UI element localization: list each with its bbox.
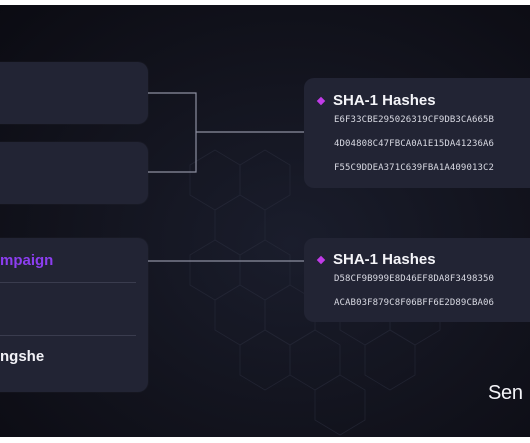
hash-card-header: SHA-1 Hashes bbox=[316, 251, 436, 268]
hash-card-title: SHA-1 Hashes bbox=[333, 251, 436, 268]
connector-card-1 bbox=[148, 92, 197, 132]
hash-card-header: SHA-1 Hashes bbox=[316, 92, 436, 109]
diamond-bullet-icon bbox=[316, 96, 326, 105]
diamond-bullet-icon bbox=[316, 255, 326, 264]
left-card-2 bbox=[0, 142, 148, 204]
hash-card-title: SHA-1 Hashes bbox=[333, 92, 436, 109]
hash-value: F55C9DDEA371C639FBA1A409013C2 bbox=[334, 163, 495, 173]
top-border bbox=[0, 0, 530, 5]
bottom-border bbox=[0, 437, 530, 443]
hash-value: ACAB03F879C8F06BFF6E2D89CBA06 bbox=[334, 298, 495, 308]
campaign-item-label: ngshe bbox=[0, 348, 45, 365]
hash-value: E6F33CBE295026319CF9DB3CA665B bbox=[334, 115, 495, 125]
left-card-campaign bbox=[0, 238, 148, 392]
hash-value: D58CF9B999E8D46EF8DA8F3498350 bbox=[334, 274, 495, 284]
hash-value: 4D04808C47FBCA0A1E15DA41236A6 bbox=[334, 139, 495, 149]
divider bbox=[0, 282, 136, 283]
brand-logo-text: Sen bbox=[488, 382, 523, 404]
left-card-1 bbox=[0, 62, 148, 124]
divider bbox=[0, 335, 136, 336]
hash-card-1: SHA-1 Hashes E6F33CBE295026319CF9DB3CA66… bbox=[304, 78, 530, 188]
campaign-label: mpaign bbox=[0, 252, 54, 269]
hash-card-2: SHA-1 Hashes D58CF9B999E8D46EF8DA8F34983… bbox=[304, 238, 530, 322]
connector-card-2 bbox=[148, 132, 197, 173]
